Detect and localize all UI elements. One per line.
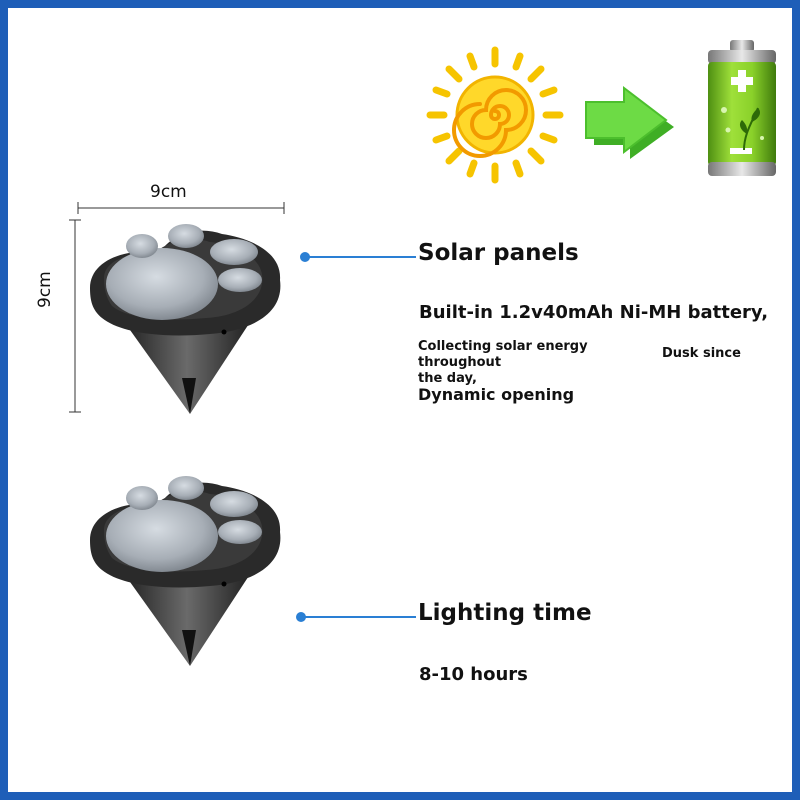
battery-icon: [708, 40, 776, 176]
callout-dot-lighting: [296, 612, 306, 622]
solar-panels-heading: Solar panels: [418, 240, 579, 266]
callout-line-solar: [308, 256, 416, 258]
lighting-hours-text: 8-10 hours: [419, 664, 528, 685]
height-dimension-line: [69, 219, 81, 413]
collecting-line-1: Collecting solar energy throughout: [418, 339, 588, 370]
arrow-right-icon: [585, 85, 674, 159]
sun-icon: [426, 46, 564, 184]
lighting-time-heading: Lighting time: [418, 600, 592, 626]
collecting-line-2: the day,: [418, 371, 477, 386]
callout-line-lighting: [304, 616, 416, 618]
dusk-text: Dusk since: [662, 346, 741, 361]
collecting-text: Collecting solar energy throughout the d…: [418, 339, 668, 387]
height-label: 9cm: [35, 271, 55, 308]
paw-light-product-top: [90, 224, 281, 414]
width-label: 9cm: [150, 182, 187, 202]
width-dimension-line: [77, 202, 285, 214]
dynamic-opening-text: Dynamic opening: [418, 385, 575, 404]
paw-light-product-bottom: [90, 476, 281, 666]
battery-spec-text: Built-in 1.2v40mAh Ni-MH battery,: [419, 302, 769, 323]
callout-dot-solar: [300, 252, 310, 262]
